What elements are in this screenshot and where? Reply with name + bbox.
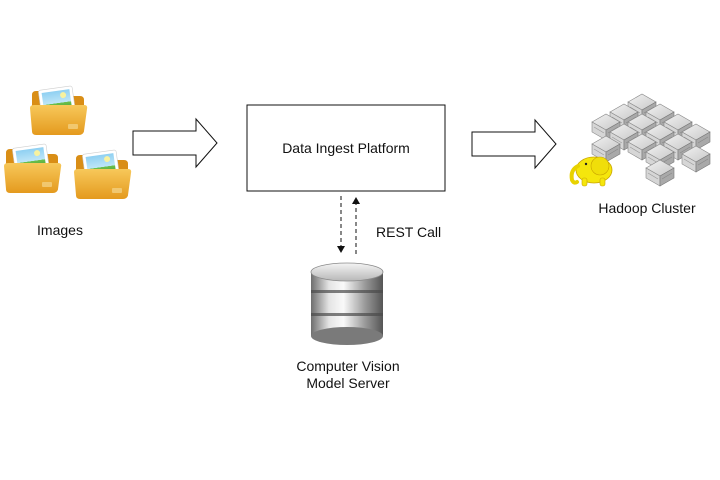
rest-call-arrows — [337, 196, 360, 254]
images-label: Images — [37, 222, 83, 238]
data-ingest-platform-label: Data Ingest Platform — [282, 140, 410, 156]
rest-call-label: REST Call — [376, 224, 442, 240]
database-icon — [310, 262, 384, 345]
hadoop-elephant-icon — [569, 156, 613, 187]
image-folder-icon — [3, 85, 132, 200]
data-ingest-platform-box — [246, 104, 446, 192]
hadoop-cluster-label: Hadoop Cluster — [598, 200, 696, 216]
images-to-platform-arrow — [132, 117, 218, 169]
model-server-label-line2: Model Server — [306, 375, 390, 391]
model-server-label-line1: Computer Vision — [296, 358, 400, 374]
platform-to-hadoop-arrow — [471, 118, 557, 170]
